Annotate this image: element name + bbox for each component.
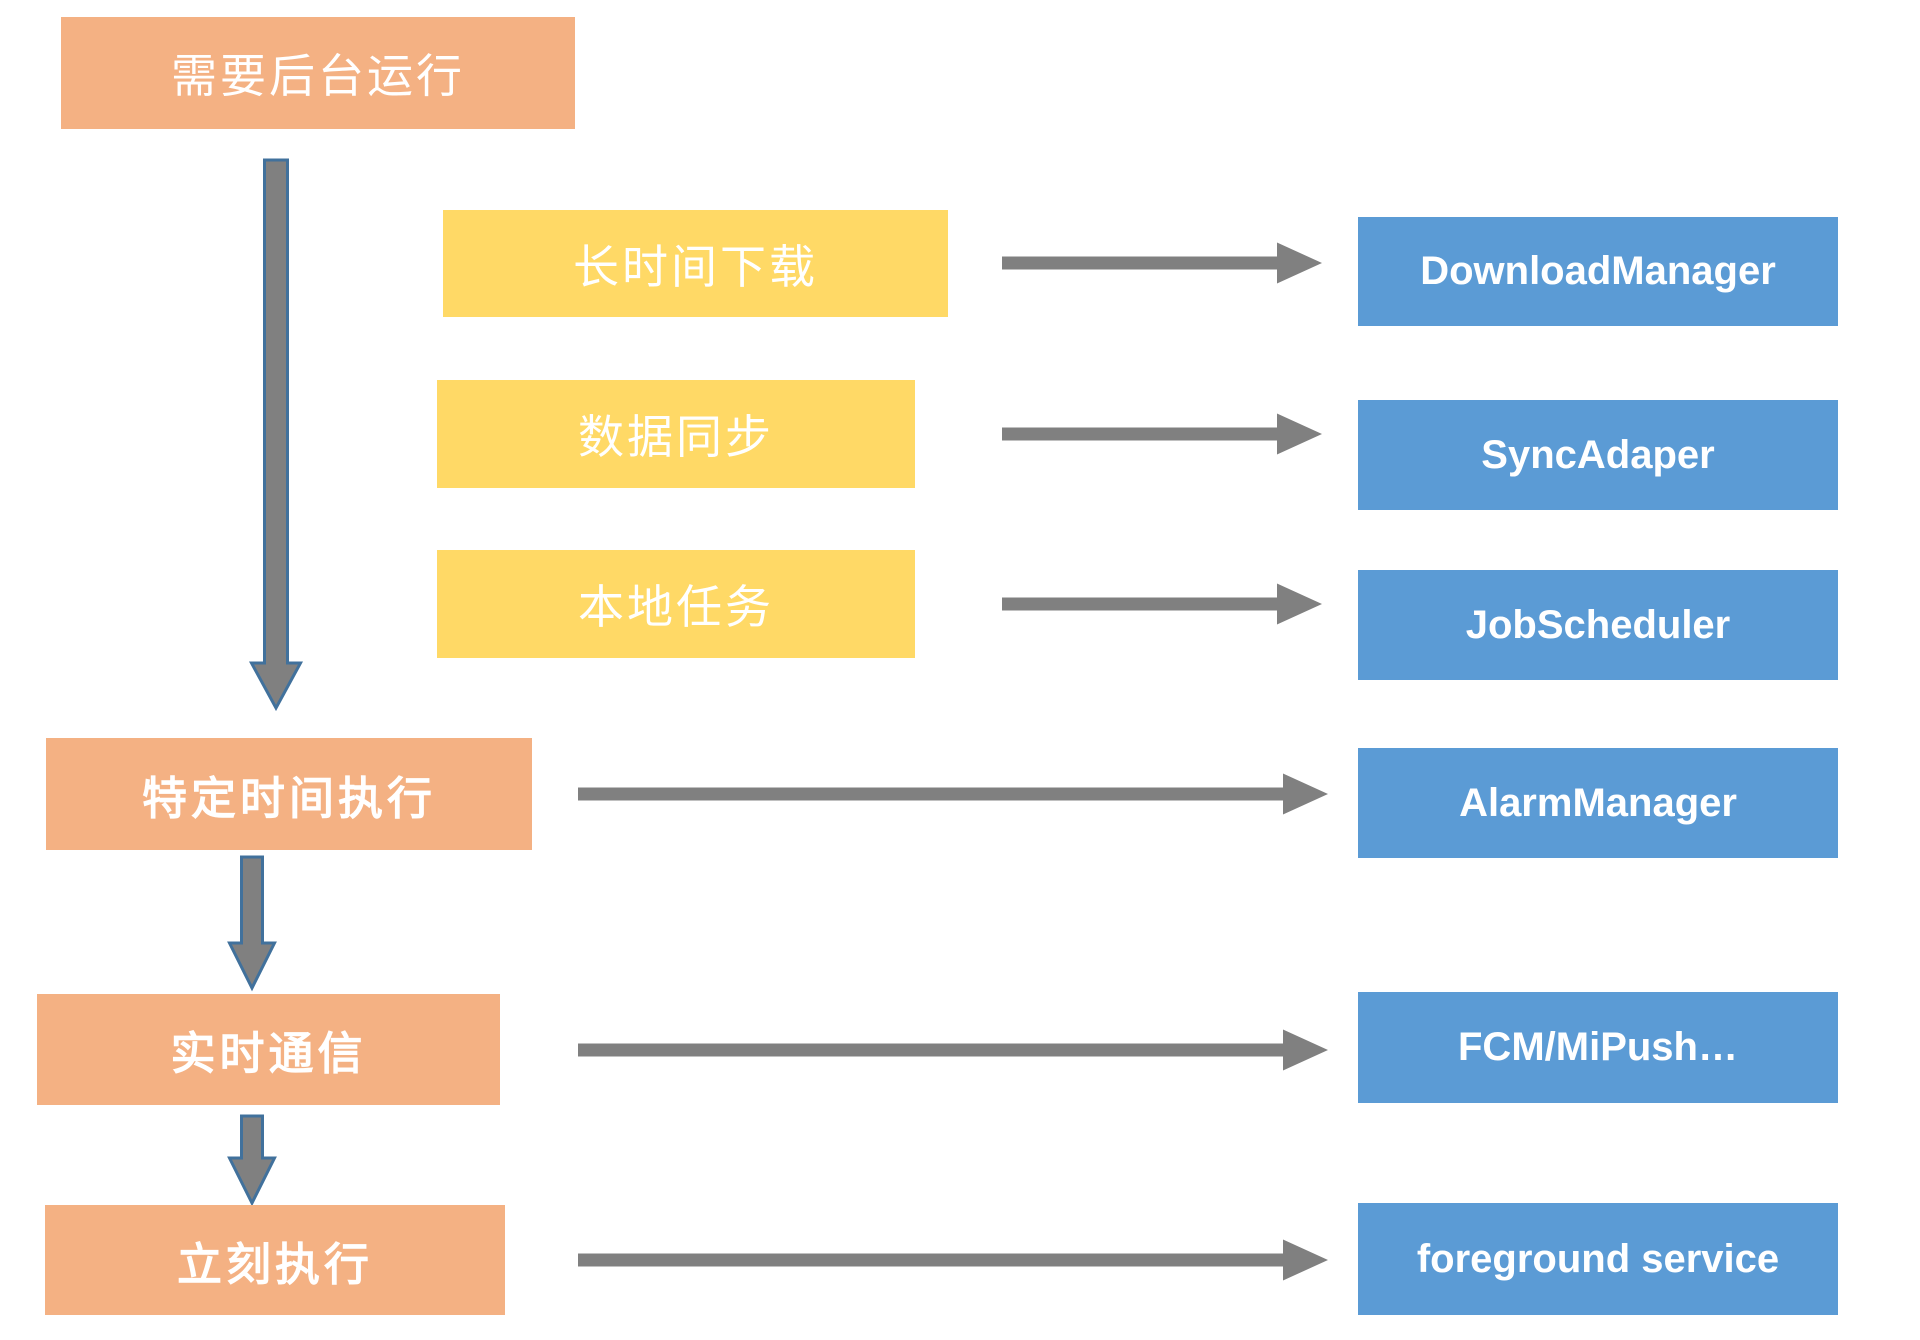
node-realtime-comm: 实时通信 <box>37 994 500 1105</box>
node-jobscheduler: JobScheduler <box>1358 570 1838 680</box>
node-downloadmanager: DownloadManager <box>1358 217 1838 326</box>
node-alarmmanager: AlarmManager <box>1358 748 1838 858</box>
node-data-sync: 数据同步 <box>437 380 915 488</box>
node-long-time-download: 长时间下载 <box>443 210 948 317</box>
node-immediate-exec: 立刻执行 <box>45 1205 505 1315</box>
arrow-down-realtime-to-immediate <box>227 1114 277 1207</box>
node-specific-time-exec: 特定时间执行 <box>46 738 532 850</box>
arrow-right-data-sync-to-syncadaper <box>1002 413 1322 455</box>
arrow-right-long-download-to-downloadmanager <box>1002 242 1322 284</box>
arrow-down-specific-time-to-realtime <box>227 855 277 992</box>
arrow-right-specific-time-to-alarmmanager <box>578 773 1328 815</box>
node-fcm-mipush: FCM/MiPush… <box>1358 992 1838 1103</box>
arrow-right-local-task-to-jobscheduler <box>1002 583 1322 625</box>
node-local-task: 本地任务 <box>437 550 915 658</box>
node-foreground-service: foreground service <box>1358 1203 1838 1315</box>
arrow-down-need-bg-to-specific-time <box>248 158 304 712</box>
node-need-background-run: 需要后台运行 <box>61 17 575 129</box>
arrow-right-immediate-to-foreground-service <box>578 1239 1328 1281</box>
node-syncadaper: SyncAdaper <box>1358 400 1838 510</box>
arrow-right-realtime-to-fcm <box>578 1029 1328 1071</box>
